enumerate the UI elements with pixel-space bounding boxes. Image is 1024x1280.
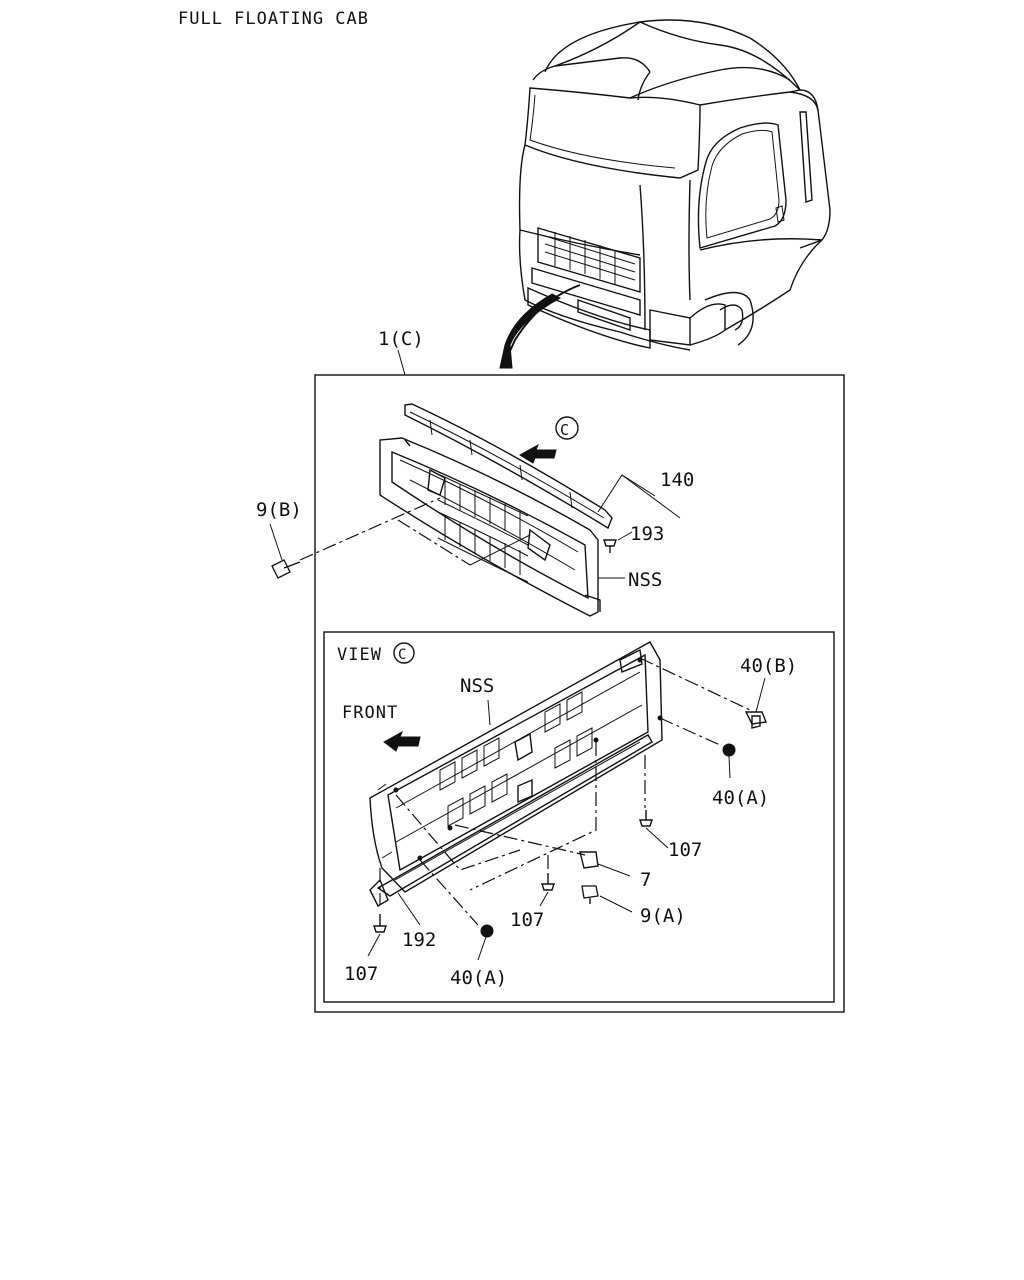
diagram-title: FULL FLOATING CAB (178, 9, 369, 29)
part-label-107-left: 107 (344, 963, 378, 985)
front-label: FRONT (342, 703, 398, 723)
view-c-label: VIEW (337, 645, 382, 665)
front-arrow-icon (383, 730, 421, 752)
circled-c-icon: C (555, 416, 579, 440)
part-label-40a-bottom: 40(A) (450, 967, 507, 989)
part-label-193: 193 (630, 523, 664, 545)
part-label-140: 140 (660, 469, 694, 491)
circled-c-icon: C (393, 642, 415, 664)
view-direction-arrow (519, 443, 557, 464)
truck-cab-illustration (499, 19, 831, 369)
assembly-label: 1(C) (378, 328, 424, 350)
part-label-107-right: 107 (668, 839, 702, 861)
nut-icon (722, 743, 736, 757)
bolt-icon (581, 885, 599, 904)
part-label-nss-upper: NSS (628, 569, 662, 591)
nut-icon (480, 924, 494, 938)
bolt-icon (271, 559, 301, 579)
screw-icon (541, 874, 555, 891)
assembly-frame (314, 374, 845, 1013)
clip-7-icon (579, 851, 599, 869)
screw-icon (639, 810, 653, 827)
clip-icon (744, 711, 767, 729)
part-label-7: 7 (640, 869, 651, 891)
part-label-40a-right: 40(A) (712, 787, 769, 809)
view-c-frame (323, 631, 835, 1003)
screw-icon (373, 914, 387, 933)
svg-text:C: C (560, 421, 569, 439)
part-label-9b: 9(B) (256, 499, 302, 521)
grille-rear-view (369, 641, 663, 907)
screw-193-icon (603, 539, 617, 553)
part-label-9a: 9(A) (640, 905, 686, 927)
part-label-40b: 40(B) (740, 655, 797, 677)
part-label-nss-view: NSS (460, 675, 494, 697)
part-label-192: 192 (402, 929, 436, 951)
grille-assembly (299, 403, 613, 617)
svg-text:C: C (398, 647, 406, 663)
part-label-107-mid: 107 (510, 909, 544, 931)
